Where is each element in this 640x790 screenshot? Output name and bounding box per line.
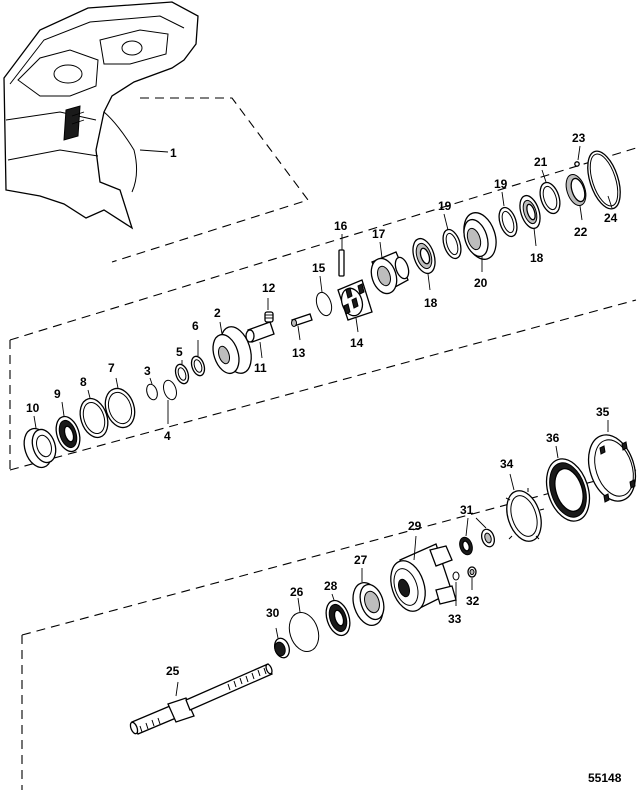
part-17-clutch (370, 251, 410, 295)
callout-9: 9 (54, 387, 61, 401)
part-24-o-ring (587, 150, 621, 210)
callout-10: 10 (26, 401, 40, 415)
callout-18b: 18 (530, 251, 544, 265)
leader-1 (139, 149, 169, 153)
callout-24: 24 (604, 211, 618, 225)
part-28-roller-bearing (325, 599, 351, 637)
callout-7: 7 (108, 361, 115, 375)
part-6-ring (190, 355, 206, 377)
part-15-spring-ring (315, 291, 333, 317)
part-23-ball (574, 161, 580, 167)
part-25-propeller-shaft (129, 663, 273, 735)
callout-11: 11 (254, 361, 267, 375)
callout-13: 13 (292, 346, 306, 360)
part-5-washer (174, 363, 190, 385)
callout-26: 26 (290, 585, 304, 599)
part-8-shim (79, 397, 109, 439)
part-2-bearing-carrier (212, 326, 252, 375)
part-31-seals (459, 528, 495, 556)
callout-23: 23 (572, 131, 586, 145)
part-27-bearing (352, 581, 385, 627)
callout-21: 21 (534, 155, 548, 169)
part-4-o-ring (163, 379, 177, 401)
callout-32: 32 (466, 594, 480, 608)
part-36-retainer-nut (545, 458, 591, 522)
part-26-o-ring (288, 611, 320, 653)
callout-14: 14 (350, 336, 364, 350)
part-35-cover-nut (587, 434, 637, 503)
callout-8: 8 (80, 375, 87, 389)
callout-31: 31 (460, 503, 474, 517)
callout-5: 5 (176, 345, 183, 359)
callout-36: 36 (546, 431, 560, 445)
callout-34: 34 (500, 457, 514, 471)
callout-19b: 19 (494, 177, 508, 191)
callout-19a: 19 (438, 199, 452, 213)
assembly-dashed-lines (9, 97, 637, 790)
callout-20: 20 (474, 276, 488, 290)
part-12-spring (264, 311, 274, 323)
part-16-pin (338, 249, 345, 277)
callout-16: 16 (334, 219, 348, 233)
callout-35: 35 (596, 405, 610, 419)
part-22-bearing-race (565, 174, 587, 206)
part-30-needle-bearing (274, 637, 290, 659)
part-7-seal (104, 387, 136, 429)
callout-29: 29 (408, 519, 422, 533)
callout-12: 12 (262, 281, 276, 295)
callout-22: 22 (574, 225, 588, 239)
part-32-plug (467, 566, 477, 578)
callout-15: 15 (312, 261, 326, 275)
part-1-gearcase-housing (3, 1, 199, 230)
callout-4: 4 (164, 429, 171, 443)
part-21-shim (539, 181, 561, 215)
callout-17: 17 (372, 227, 386, 241)
part-11-cam (245, 321, 275, 343)
callout-2: 2 (214, 306, 221, 320)
callout-33: 33 (448, 612, 462, 626)
part-29-bearing-carrier (390, 543, 457, 612)
part-14-sliding-clutch (337, 279, 373, 321)
part-19-thrust-washer (498, 206, 518, 238)
figure-reference-number: 55148 (588, 771, 622, 785)
callout-3: 3 (144, 364, 151, 378)
part-18-bearing (519, 194, 541, 230)
part-10-bearing-cup (23, 427, 57, 469)
callout-25: 25 (166, 664, 180, 678)
callout-28: 28 (324, 579, 338, 593)
part-3-retaining-ring (146, 383, 158, 401)
callout-30: 30 (266, 606, 280, 620)
part-33-o-ring (452, 571, 460, 581)
part-13-cam-follower (291, 313, 313, 327)
callout-1: 1 (170, 146, 177, 160)
part-34-tab-washer (505, 488, 545, 542)
part-19-thrust-washer-left (442, 228, 462, 260)
part-18-bearing-left (412, 237, 436, 275)
callout-6: 6 (192, 319, 199, 333)
part-20-forward-gear (463, 212, 497, 260)
part-9-needle-bearing (55, 415, 81, 453)
callout-18a: 18 (424, 296, 438, 310)
callout-27: 27 (354, 553, 368, 567)
